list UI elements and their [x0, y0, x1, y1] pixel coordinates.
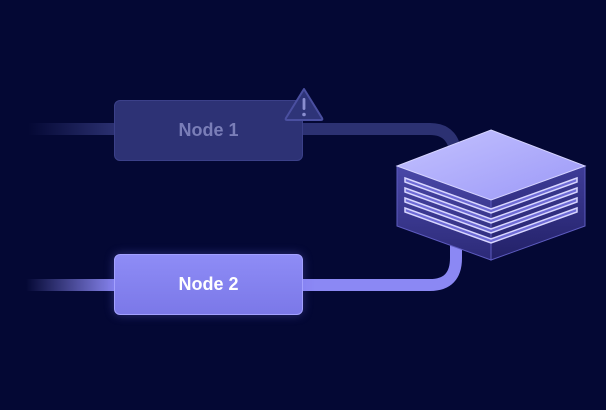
node-1-input-wire [28, 123, 118, 135]
node-2-label: Node 2 [178, 274, 239, 294]
node-2-output-wire [294, 230, 462, 291]
node-1-label: Node 1 [178, 120, 239, 140]
node-2[interactable]: Node 2 [114, 254, 303, 315]
node-1[interactable]: Node 1 [114, 100, 303, 161]
warning-triangle-icon[interactable] [283, 86, 325, 122]
node-2-input-wire [26, 279, 118, 291]
layered-stack-icon [395, 129, 587, 261]
